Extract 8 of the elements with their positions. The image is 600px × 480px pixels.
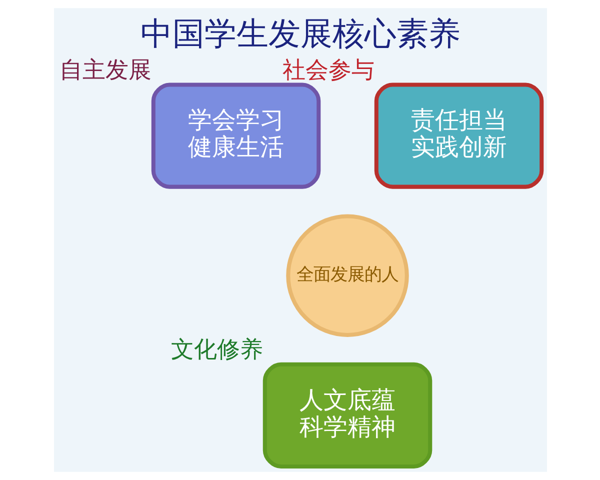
node-box: 责任担当 实践创新 <box>374 82 544 189</box>
diagram-title: 中国学生发展核心素养 <box>140 14 460 53</box>
node-box: 学会学习 健康生活 <box>150 82 320 189</box>
node-label: 自主发展 <box>58 57 151 84</box>
node-label: 文化修养 <box>170 337 262 364</box>
node-label: 社会参与 <box>282 57 374 84</box>
node-circle: 全面发展的人 <box>286 214 408 337</box>
node-box: 人文底蕴 科学精神 <box>262 362 432 468</box>
